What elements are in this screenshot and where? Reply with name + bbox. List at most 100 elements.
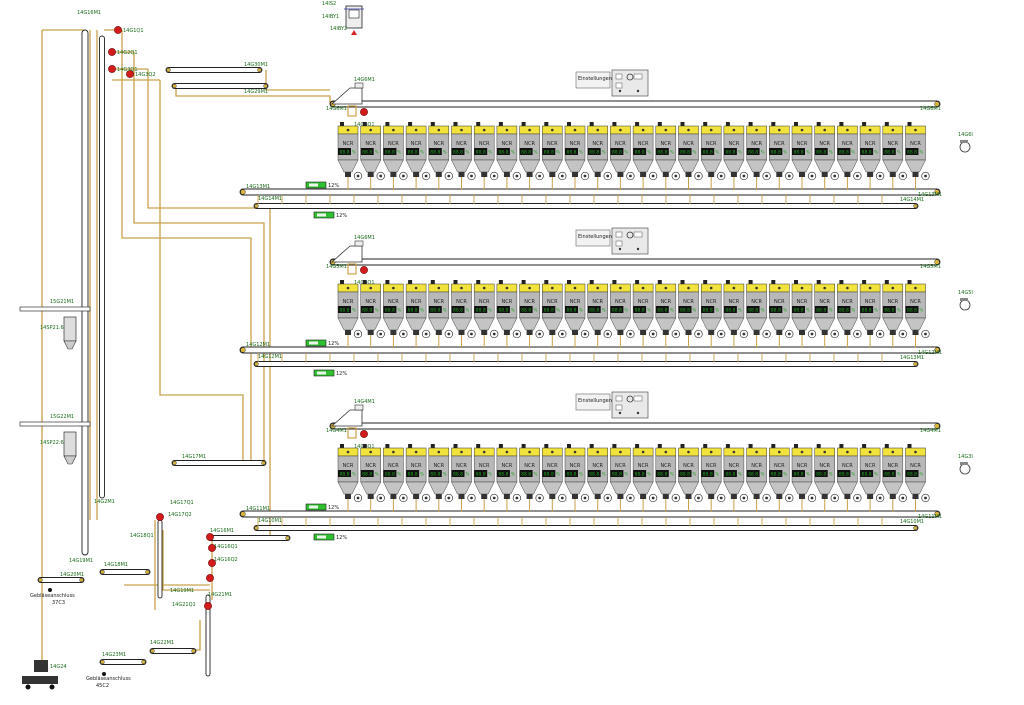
settings-panel[interactable]: Einstellungen Silosegn. bbox=[575, 227, 649, 255]
main-elevator[interactable] bbox=[81, 29, 89, 556]
valve[interactable] bbox=[204, 602, 212, 610]
silo-inlet-valve[interactable] bbox=[360, 266, 368, 274]
conveyor-14G18M1[interactable] bbox=[99, 569, 151, 575]
valve[interactable] bbox=[208, 559, 216, 567]
settings-panel[interactable]: Einstellungen Silosegn. bbox=[575, 69, 649, 97]
valve-14G3Q2[interactable] bbox=[126, 70, 134, 78]
fan[interactable]: 14G3I bbox=[958, 454, 973, 475]
silo-top-conveyor[interactable] bbox=[329, 100, 941, 108]
return-conveyor[interactable] bbox=[253, 203, 919, 209]
return-conveyor[interactable] bbox=[253, 361, 919, 367]
conveyor-14G22M1[interactable] bbox=[149, 648, 197, 654]
silo-top-conveyor[interactable] bbox=[329, 422, 941, 430]
truck-loading[interactable]: 14G24 bbox=[22, 660, 67, 690]
conveyor-14G30[interactable] bbox=[165, 67, 263, 73]
return-conveyor[interactable] bbox=[253, 525, 919, 531]
elevator-14G21[interactable] bbox=[205, 594, 211, 677]
moisture-tag[interactable]: 12% bbox=[313, 369, 347, 377]
conveyor-14G23M1[interactable] bbox=[99, 659, 147, 665]
silo-inlet-valve[interactable] bbox=[360, 430, 368, 438]
moisture-tag[interactable]: 12% bbox=[313, 211, 347, 219]
valve[interactable] bbox=[208, 544, 216, 552]
conveyor-14G16M1[interactable] bbox=[207, 535, 291, 541]
collecting-conveyor[interactable] bbox=[239, 510, 941, 518]
fan[interactable]: 14G6I bbox=[958, 132, 973, 153]
fan[interactable]: 14G5I bbox=[958, 290, 973, 311]
collecting-conveyor[interactable] bbox=[239, 346, 941, 354]
silo-top-conveyor[interactable] bbox=[329, 258, 941, 266]
collecting-conveyor[interactable] bbox=[239, 188, 941, 196]
conveyor-14G29[interactable] bbox=[171, 83, 269, 89]
elevator-14G17[interactable] bbox=[157, 519, 163, 599]
silo-inlet-valve[interactable] bbox=[360, 108, 368, 116]
settings-panel[interactable]: Einstellungen Silosegn. bbox=[575, 391, 649, 419]
valve-14G1Q1[interactable] bbox=[114, 26, 122, 34]
moisture-tag[interactable]: 12% bbox=[305, 339, 339, 347]
valve[interactable] bbox=[206, 533, 214, 541]
